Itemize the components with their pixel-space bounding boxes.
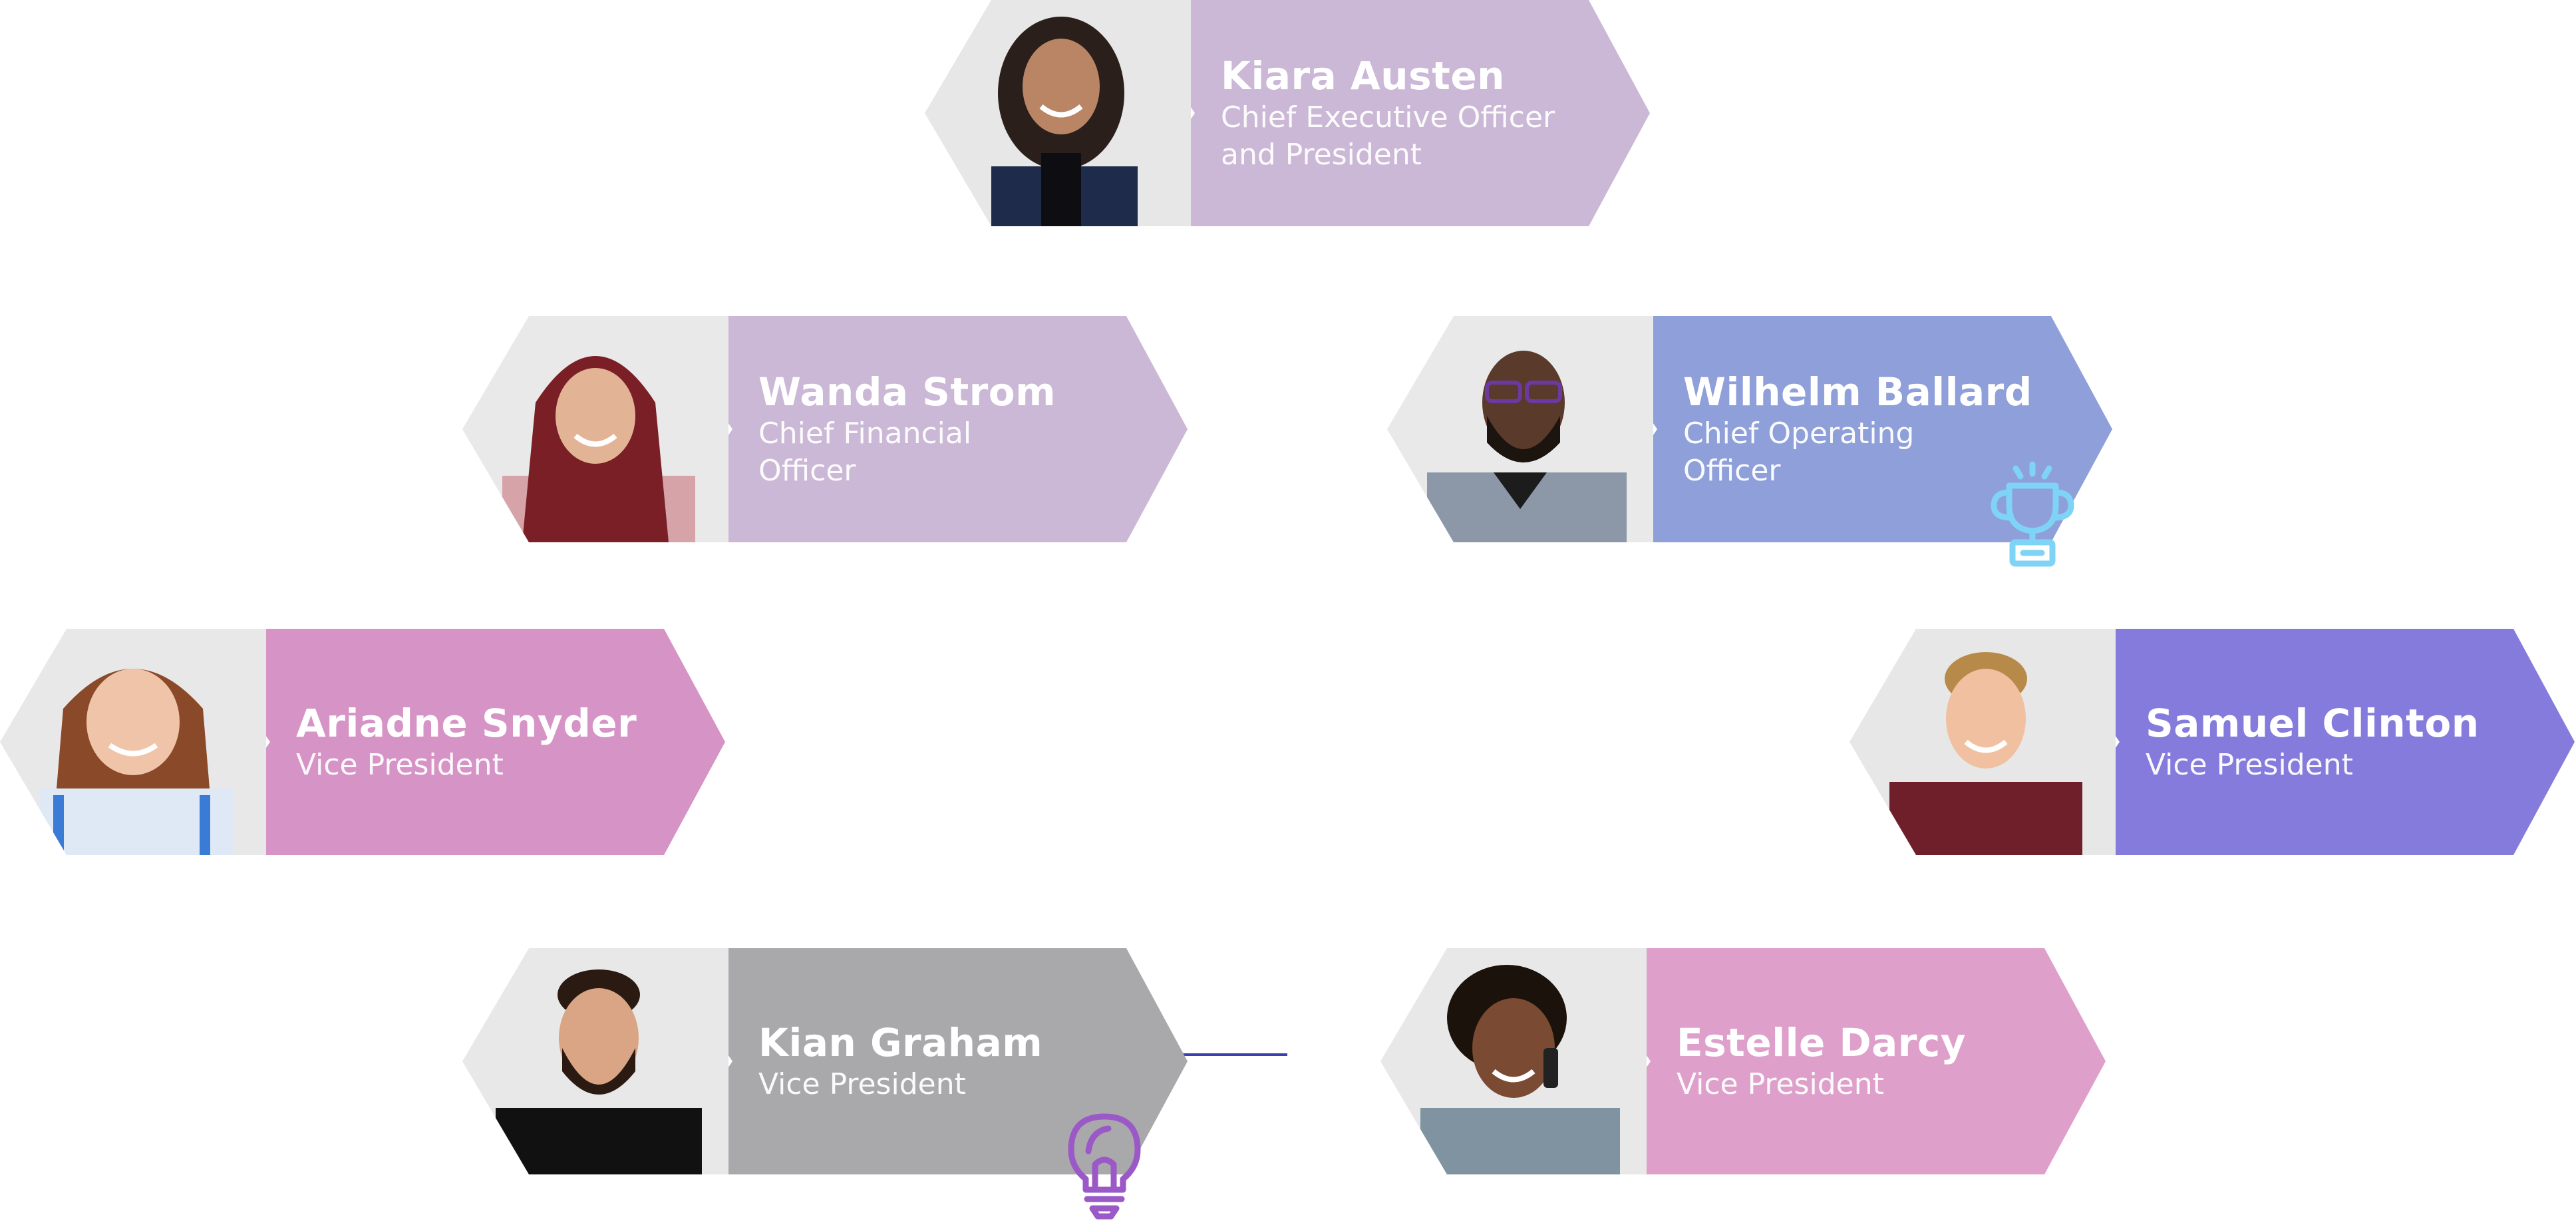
card-banner bbox=[1573, 948, 2106, 1174]
card-banner bbox=[2042, 629, 2575, 855]
avatar bbox=[1380, 948, 1647, 1174]
avatar bbox=[1387, 316, 1653, 542]
person-name: Samuel Clinton bbox=[2146, 701, 2480, 746]
person-card-ariadne-snyder[interactable]: Ariadne Snyder Vice President bbox=[0, 629, 725, 855]
lightbulb-icon bbox=[1068, 1113, 1141, 1220]
person-card-samuel-clinton[interactable]: Samuel Clinton Vice President bbox=[1850, 629, 2575, 855]
person-name: Wilhelm Ballard bbox=[1683, 369, 2032, 415]
person-role: Vice President bbox=[758, 1067, 966, 1101]
person-role: Chief Operating Officer bbox=[1683, 417, 1915, 488]
trophy-icon bbox=[1991, 461, 2074, 567]
person-name: Kiara Austen bbox=[1221, 53, 1505, 98]
card-banner bbox=[1580, 316, 2112, 542]
person-role: Chief Financial Officer bbox=[758, 417, 972, 488]
person-role: Chief Executive Officer and President bbox=[1221, 100, 1555, 172]
person-card-estelle-darcy[interactable]: Estelle Darcy Vice President bbox=[1380, 948, 2106, 1174]
person-card-kiara-austen[interactable]: Kiara Austen Chief Executive Officer and… bbox=[925, 0, 1650, 226]
person-card-wanda-strom[interactable]: Wanda Strom Chief Financial Officer bbox=[462, 316, 1188, 542]
person-card-kian-graham[interactable]: Kian Graham Vice President bbox=[462, 948, 1188, 1174]
person-role: Vice President bbox=[2146, 748, 2353, 782]
person-role: Vice President bbox=[1677, 1067, 1884, 1101]
card-banner bbox=[193, 629, 725, 855]
card-banner bbox=[1118, 0, 1650, 226]
person-name: Wanda Strom bbox=[758, 369, 1056, 415]
avatar bbox=[925, 0, 1191, 226]
person-name: Estelle Darcy bbox=[1677, 1020, 1967, 1065]
avatar bbox=[462, 948, 728, 1174]
avatar bbox=[1850, 629, 2116, 855]
person-card-wilhelm-ballard[interactable]: Wilhelm Ballard Chief Operating Officer bbox=[1387, 316, 2112, 542]
person-name: Ariadne Snyder bbox=[296, 701, 637, 746]
connector-line bbox=[1181, 1053, 1287, 1056]
avatar bbox=[0, 629, 266, 855]
avatar bbox=[462, 316, 728, 542]
card-banner bbox=[655, 948, 1188, 1174]
person-role: Vice President bbox=[296, 748, 504, 782]
card-banner bbox=[655, 316, 1188, 542]
person-name: Kian Graham bbox=[758, 1020, 1043, 1065]
